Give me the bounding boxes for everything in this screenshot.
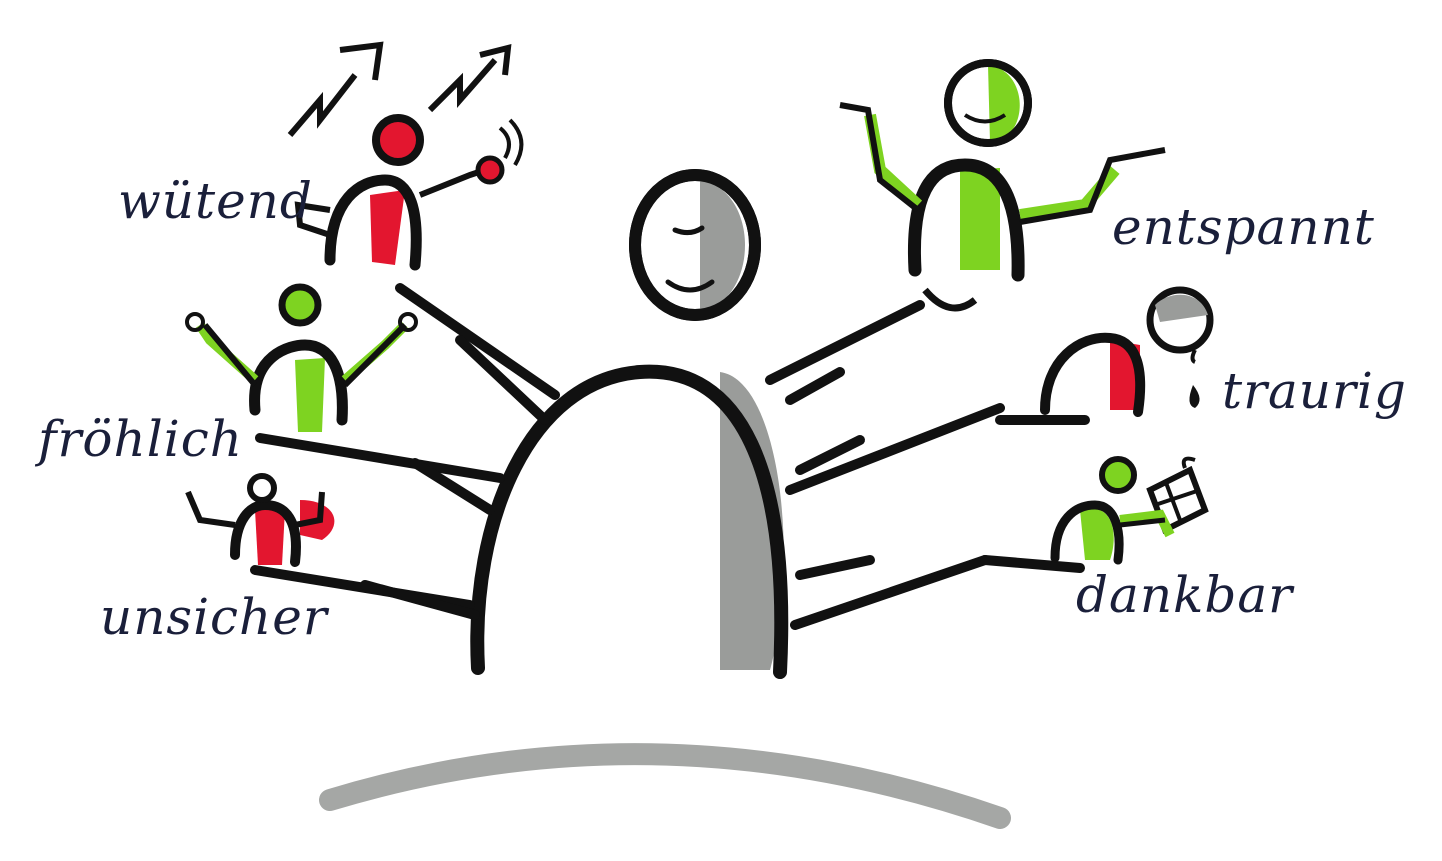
sad-figure bbox=[1045, 290, 1210, 412]
angry-figure bbox=[290, 45, 521, 265]
rays-left bbox=[255, 288, 555, 615]
central-figure bbox=[477, 175, 783, 672]
unsure-figure bbox=[188, 476, 334, 565]
label-unsicher: unsicher bbox=[100, 588, 328, 646]
label-dankbar: dankbar bbox=[1076, 566, 1293, 624]
ground-arc bbox=[330, 754, 1000, 818]
label-traurig: traurig bbox=[1222, 362, 1407, 420]
label-wuetend: wütend bbox=[118, 172, 313, 230]
label-froehlich: fröhlich bbox=[38, 410, 243, 468]
grateful-figure bbox=[1055, 459, 1205, 560]
label-entspannt: entspannt bbox=[1112, 198, 1375, 256]
rays-right bbox=[770, 305, 1085, 625]
relaxed-figure bbox=[840, 63, 1165, 308]
